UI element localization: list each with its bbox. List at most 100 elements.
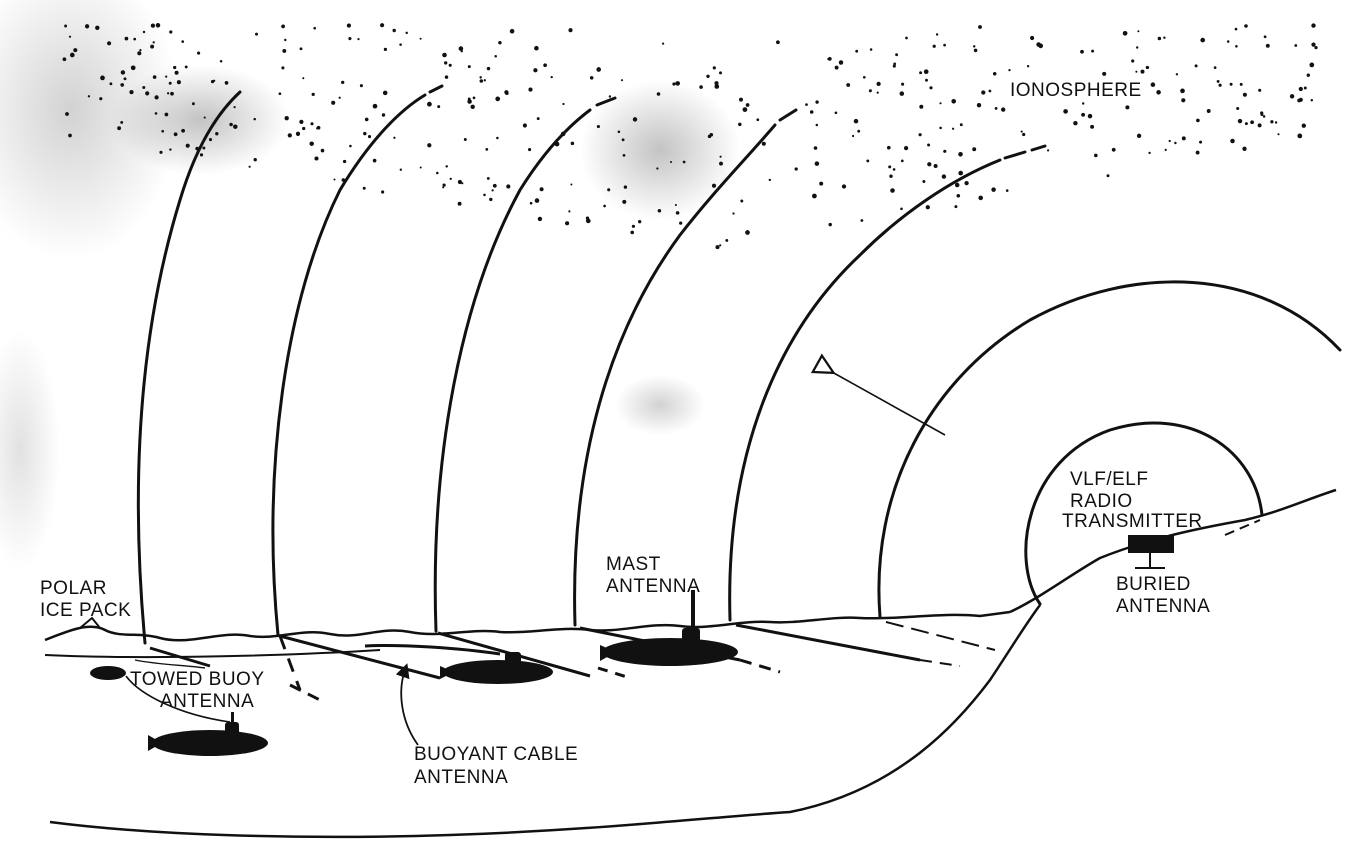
ionosphere-dot	[529, 201, 533, 205]
ionosphere-dot	[169, 30, 173, 34]
ionosphere-dot	[876, 91, 879, 94]
ionosphere-dot	[486, 66, 491, 71]
wavefront-2	[271, 93, 427, 637]
ionosphere-dot	[603, 204, 606, 208]
ionosphere-dot	[1140, 69, 1145, 74]
ionosphere-dot	[346, 23, 351, 28]
ionosphere-dot	[669, 160, 673, 164]
ionosphere-dot	[448, 63, 452, 67]
ionosphere-dot	[846, 83, 851, 87]
wavefront-6	[877, 280, 1342, 619]
ionosphere-dot	[964, 180, 969, 186]
ionosphere-dot	[918, 133, 922, 137]
transmitter-label: VLF/ELF RADIO TRANSMITTER	[1062, 469, 1203, 532]
wavefront-7	[1024, 421, 1264, 606]
ionosphere-dot	[568, 210, 571, 213]
ionosphere-dot	[467, 99, 472, 104]
ionosphere-dot	[281, 24, 285, 29]
ionosphere-dot	[284, 38, 287, 42]
ionosphere-dot	[1125, 105, 1130, 110]
ionosphere-dot	[838, 60, 844, 65]
ionosphere-dot	[248, 165, 251, 168]
ionosphere-dot	[1081, 102, 1085, 105]
ionosphere-dot	[1262, 115, 1266, 118]
ionosphere-dot	[973, 48, 978, 53]
ionosphere-dot	[154, 112, 158, 115]
ionosphere-dot	[483, 79, 486, 82]
wavefront-5-dash	[1003, 144, 1047, 160]
ionosphere-dot	[1258, 88, 1262, 92]
ionosphere-dot	[458, 46, 464, 51]
ionosphere-dot	[95, 25, 100, 31]
ionosphere-dot	[794, 167, 798, 171]
ionosphere-dot	[672, 82, 676, 86]
ionosphere-dot	[1309, 62, 1315, 68]
ionosphere-dot	[903, 145, 909, 151]
ionosphere-dot	[1087, 113, 1093, 119]
ionosphere-dot	[1111, 147, 1116, 152]
ionosphere-dot	[853, 118, 859, 124]
ionosphere-dot	[1136, 133, 1142, 138]
ionosphere-dot	[1311, 42, 1316, 47]
ionosphere-dot	[991, 187, 996, 192]
ionosphere-dot	[814, 161, 820, 166]
wavefront-4	[573, 123, 777, 627]
ionosphere-dot	[65, 112, 69, 116]
ionosphere-dot	[533, 68, 538, 73]
ionosphere-dot	[939, 102, 942, 105]
towed-buoy	[90, 666, 126, 680]
ionosphere-dot	[632, 117, 638, 122]
ionosphere-dot	[150, 44, 155, 49]
ionosphere-dot	[841, 184, 847, 189]
towed-buoy-tether	[125, 675, 231, 723]
ionosphere-dot	[145, 91, 150, 96]
ionosphere-dot	[813, 146, 818, 150]
ionosphere-dot	[709, 133, 714, 137]
ionosphere-dot	[185, 143, 190, 148]
submarine-3	[600, 590, 738, 666]
ionosphere-dot	[137, 51, 142, 56]
ionosphere-dot	[1080, 49, 1084, 54]
ionosphere-dot	[539, 187, 544, 192]
polar-ice-pack-label: POLAR ICE PACK	[40, 578, 131, 621]
ionosphere-dot	[1260, 113, 1264, 116]
ionosphere-dot	[419, 166, 422, 169]
upper-sea-line	[44, 649, 381, 659]
ionosphere-dot	[166, 92, 170, 95]
ionosphere-dot	[1263, 35, 1267, 39]
ionosphere-dot	[959, 123, 963, 127]
ionosphere-dot	[805, 103, 808, 106]
ionosphere-dot	[472, 96, 476, 100]
ionosphere-dot	[742, 107, 748, 112]
ionosphere-dot	[1294, 44, 1298, 47]
ionosphere-dot	[331, 100, 336, 105]
ionosphere-dot	[978, 25, 982, 29]
ionosphere-dot	[173, 132, 178, 137]
ionosphere-dot	[142, 86, 146, 89]
ionosphere-dot	[939, 126, 942, 130]
ionosphere-dot	[866, 159, 870, 163]
ionosphere-dot	[64, 24, 68, 28]
ionosphere-dot	[1102, 71, 1107, 76]
ionosphere-dot	[436, 171, 439, 175]
ionosphere-dot	[621, 138, 625, 142]
ionosphere-dot	[491, 189, 494, 192]
ionosphere-dot	[776, 40, 780, 45]
ionosphere-dot	[662, 42, 665, 45]
ionosphere-dot	[170, 91, 174, 96]
ionosphere-dot	[1218, 83, 1222, 87]
ionosphere-dot	[988, 89, 992, 93]
ionosphere-dot	[992, 72, 997, 76]
ionosphere-dot	[202, 146, 206, 150]
ionosphere-dot	[919, 71, 923, 75]
ionosphere-dot	[718, 71, 723, 75]
ionosphere-dot	[233, 124, 238, 129]
ionosphere-dot	[620, 79, 624, 82]
ionosphere-dot	[1289, 94, 1295, 99]
ionosphere-dot	[191, 102, 195, 106]
ionosphere-dot	[184, 65, 188, 69]
ionosphere-dot	[496, 136, 499, 140]
ionosphere-dot	[302, 126, 306, 131]
ionosphere-dot	[287, 133, 292, 138]
